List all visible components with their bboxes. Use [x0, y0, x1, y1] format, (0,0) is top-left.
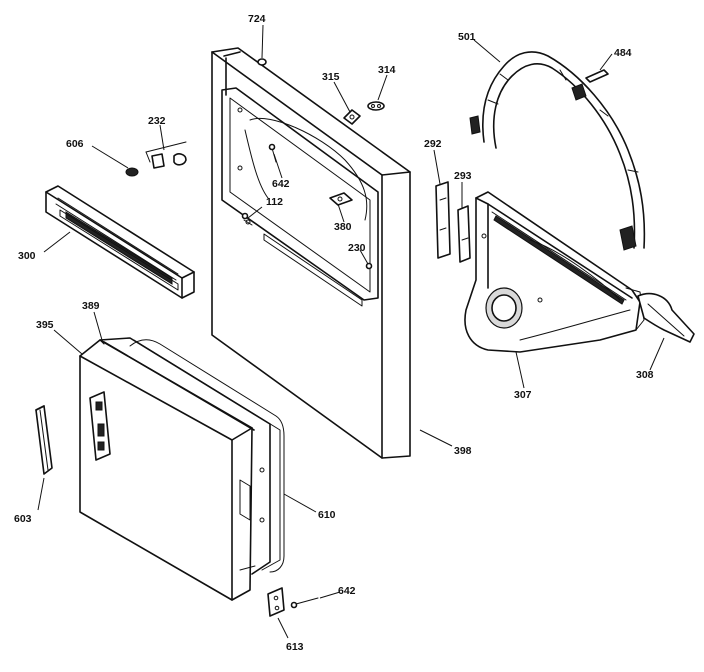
callout-293: 293 [454, 170, 472, 182]
lint-duct-part [637, 292, 695, 343]
callout-380: 380 [334, 221, 352, 233]
callout-501: 501 [458, 31, 476, 43]
callout-308: 308 [636, 369, 654, 381]
part-606 [125, 167, 139, 177]
callout-642-a: 642 [272, 178, 290, 190]
part-232-bracket [145, 141, 187, 169]
callout-300: 300 [18, 250, 36, 262]
leader-lines [37, 24, 665, 639]
part-484-slide [585, 69, 609, 83]
part-314 [367, 101, 385, 111]
door-inner-panel-part [99, 337, 281, 575]
callout-labels: 724 315 314 501 484 232 606 292 293 642 … [14, 13, 654, 653]
callout-610: 610 [318, 509, 336, 521]
callout-642-b: 642 [338, 585, 356, 597]
callout-603: 603 [14, 513, 32, 525]
callout-395: 395 [36, 319, 54, 331]
part-230 [365, 262, 373, 270]
callout-232: 232 [148, 115, 166, 127]
front-panel-part [211, 47, 411, 459]
callout-315: 315 [322, 71, 340, 83]
callout-307: 307 [514, 389, 532, 401]
callout-613: 613 [286, 641, 304, 653]
callout-389: 389 [82, 300, 100, 312]
part-112 [241, 212, 249, 220]
part-292-bracket [435, 181, 451, 259]
door-gasket-part [129, 339, 285, 573]
part-724 [257, 58, 267, 66]
door-hinge-part [267, 587, 285, 617]
callout-314: 314 [378, 64, 396, 76]
drum-support-arc-part [469, 51, 646, 251]
callout-292: 292 [424, 138, 442, 150]
part-380 [329, 192, 353, 206]
door-latch-plate [89, 391, 111, 461]
callout-230: 230 [348, 242, 366, 254]
door-handle-part [35, 405, 53, 475]
part-315 [343, 109, 361, 125]
callout-724: 724 [248, 13, 266, 25]
callout-606: 606 [66, 138, 84, 150]
part-293-bracket [457, 205, 471, 263]
callout-398: 398 [454, 445, 472, 457]
control-panel-part [45, 185, 195, 299]
callout-112: 112 [266, 196, 283, 208]
front-bulkhead-part [464, 191, 645, 353]
callout-484: 484 [614, 47, 632, 59]
part-642-screw-a [268, 143, 277, 163]
part-642-screw-b [290, 597, 319, 609]
